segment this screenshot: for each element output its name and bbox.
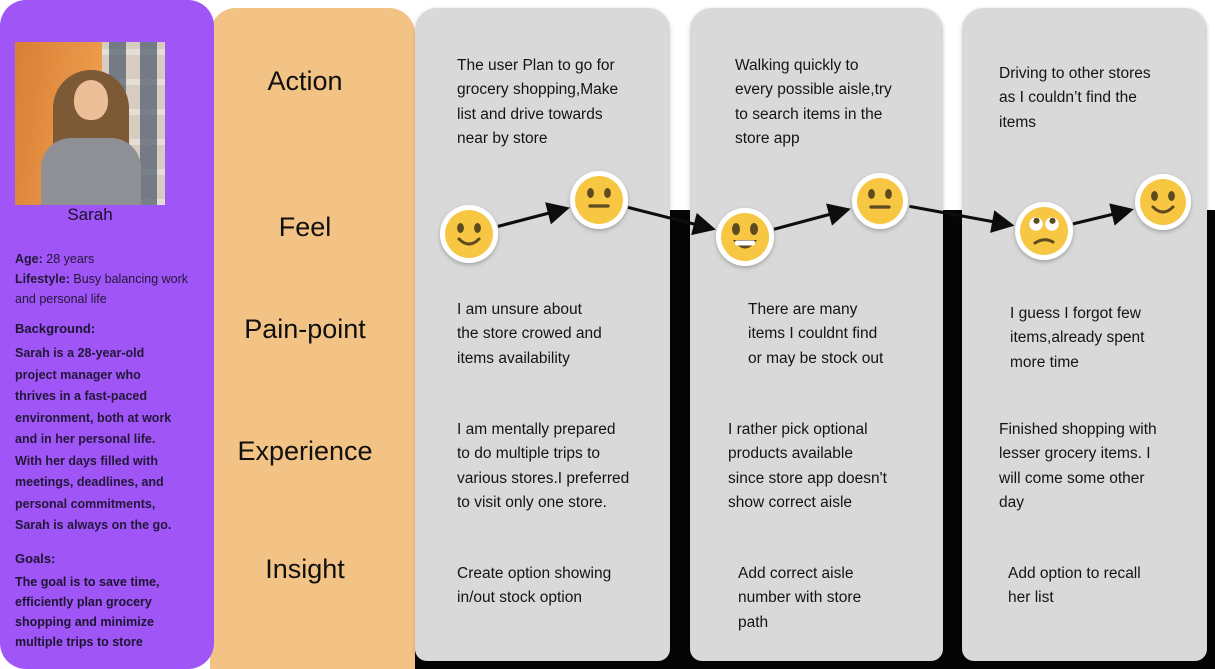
arrow-stage1-to-stage2 [627,205,716,236]
row-label-action: Action [267,66,343,96]
stage3-experience-text: Finished shopping with lesser grocery it… [999,420,1157,512]
stage1-experience-text: I am mentally prepared to do multiple tr… [457,420,630,512]
persona-sidebar: Sarah Age: 28 years Lifestyle: Busy bala… [0,0,214,669]
feel-connector-arrows [497,202,1134,236]
age-label: Age: [15,252,43,266]
stage2-pain-point-text: There are many items I couldnt find or m… [748,300,884,367]
arrow-stage2-rise [773,203,851,231]
stage1-action-text: The user Plan to go for grocery shopping… [457,56,619,148]
persona-photo [15,42,165,205]
goals-label: Goals: [15,551,56,566]
photo-person-body [41,138,141,205]
stage-card-2: Walking quickly to every possible aisle,… [690,8,943,661]
stage2-action-text: Walking quickly to every possible aisle,… [735,56,892,148]
emoji-face-with-rolling-eyes-icon [1015,202,1073,260]
emoji-slightly-smiling-icon [1135,174,1191,230]
stage3-pain-point-text: I guess I forgot few items,already spent… [1010,304,1145,371]
emoji-slightly-smiling-icon [440,205,498,263]
background-text: Sarah is a 28-year-old project manager w… [15,346,172,532]
row-label-experience: Experience [237,436,373,466]
stage1-pain-point-text: I am unsure about the store crowed and i… [457,300,602,367]
lifestyle-value: Busy balancing work and personal life [15,272,189,306]
goals-text: The goal is to save time, efficiently pl… [15,575,160,649]
stage1-insight-text: Create option showing in/out stock optio… [457,564,612,607]
photo-person-face [74,80,108,120]
row-label-pain-point: Pain-point [244,314,366,344]
arrow-stage2-to-stage3 [909,204,1015,233]
emoji-neutral-face-icon [852,173,908,229]
stage-card-3: Driving to other stores as I couldn’t fi… [962,8,1207,661]
persona-name: Sarah [67,205,113,224]
row-label-column: Action Feel Pain-point Experience Insigh… [210,8,415,669]
feel-emotion-graph [440,171,1191,266]
lifestyle-label: Lifestyle: [15,272,70,286]
age-value: 28 years [46,252,95,266]
stage3-action-text: Driving to other stores as I couldn’t fi… [999,64,1151,131]
emoji-grinning-face-icon [716,208,774,266]
stage-card-1: The user Plan to go for grocery shopping… [415,8,670,661]
persona-meta: Age: 28 years Lifestyle: Busy balancing … [15,249,200,309]
stage3-insight-text: Add option to recall her list [1008,564,1141,607]
stage2-insight-text: Add correct aisle number with store path [738,564,862,631]
background-label: Background: [15,321,96,336]
row-label-insight: Insight [265,554,345,584]
emoji-neutral-face-icon [570,171,628,229]
row-label-feel: Feel [278,212,332,242]
stage2-experience-text: I rather pick optional products availabl… [728,420,887,512]
arrow-stage3-rise [1072,203,1134,226]
arrow-stage1-rise [497,202,570,228]
